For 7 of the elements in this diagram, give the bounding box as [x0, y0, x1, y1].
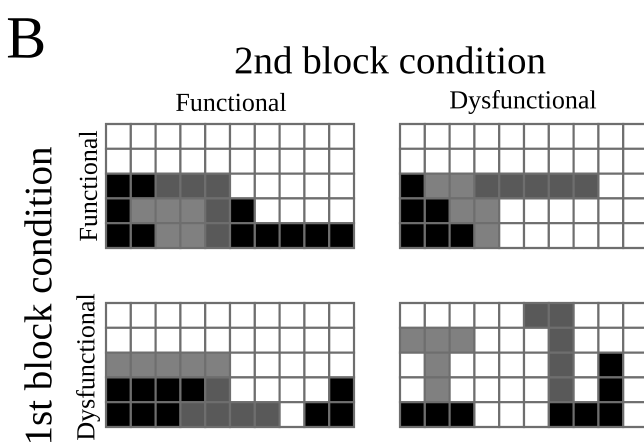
axis-title: 2nd block condition [236, 46, 546, 74]
row-header: Functional [78, 130, 98, 241]
column-header: Functional [176, 92, 286, 112]
row-header: Dysfunctional [76, 294, 100, 440]
axis-title: 1st block condition [24, 147, 52, 442]
column-header: Dysfunctional [450, 90, 596, 114]
panel-letter: B [8, 18, 44, 58]
